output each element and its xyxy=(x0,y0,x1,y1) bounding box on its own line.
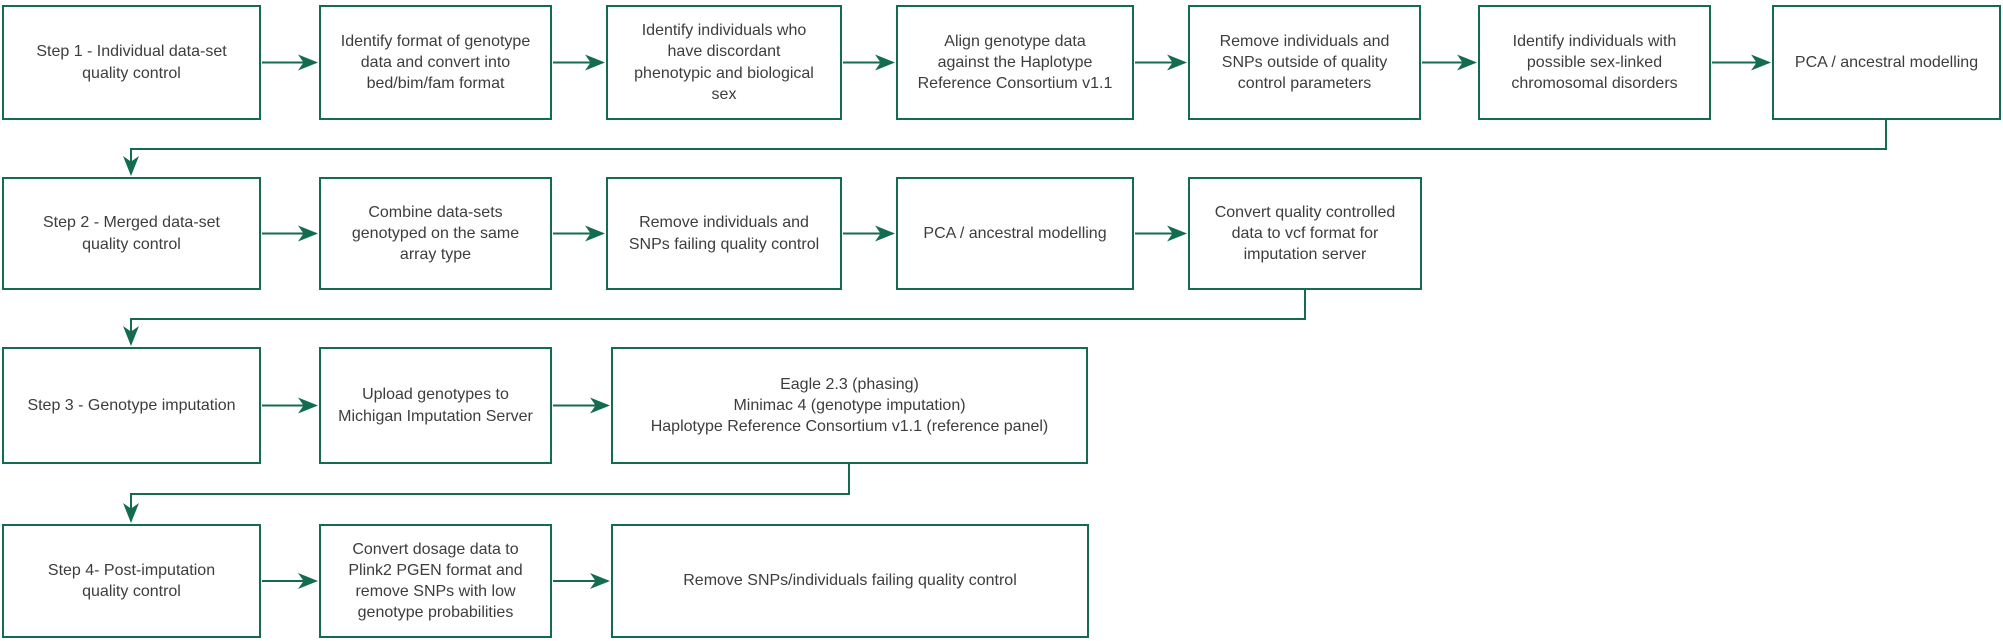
connectors-group xyxy=(123,54,1887,589)
flow-box-row4-node2: Convert dosage data to Plink2 PGEN forma… xyxy=(319,524,552,638)
flow-box-row2-node2: Combine data-sets genotyped on the same … xyxy=(319,177,552,290)
flow-box-row2-node4: PCA / ancestral modelling xyxy=(896,177,1134,290)
flow-box-row1-node3: Identify individuals who have discordant… xyxy=(606,5,842,120)
flow-box-row3-node2: Upload genotypes to Michigan Imputation … xyxy=(319,347,552,464)
flow-box-row1-node2: Identify format of genotype data and con… xyxy=(319,5,552,120)
flow-box-row1-node6: Identify individuals with possible sex-l… xyxy=(1478,5,1711,120)
flow-box-row4-node3: Remove SNPs/individuals failing quality … xyxy=(611,524,1089,638)
flow-box-row3-node1: Step 3 - Genotype imputation xyxy=(2,347,261,464)
flow-box-row1-node1: Step 1 - Individual data-set quality con… xyxy=(2,5,261,120)
flow-box-row1-node5: Remove individuals and SNPs outside of q… xyxy=(1188,5,1421,120)
flow-box-row2-node3: Remove individuals and SNPs failing qual… xyxy=(606,177,842,290)
elbow-row2-to-row3 xyxy=(123,290,1306,346)
elbow-row1-to-row2 xyxy=(123,120,1887,176)
flow-box-row2-node1: Step 2 - Merged data-set quality control xyxy=(2,177,261,290)
flow-box-row1-node7: PCA / ancestral modelling xyxy=(1772,5,2001,120)
flow-box-row3-node3: Eagle 2.3 (phasing) Minimac 4 (genotype … xyxy=(611,347,1088,464)
flow-box-row4-node1: Step 4- Post-imputation quality control xyxy=(2,524,261,638)
flow-box-row2-node5: Convert quality controlled data to vcf f… xyxy=(1188,177,1422,290)
elbow-row3-to-row4 xyxy=(123,464,850,523)
flow-box-row1-node4: Align genotype data against the Haplotyp… xyxy=(896,5,1134,120)
